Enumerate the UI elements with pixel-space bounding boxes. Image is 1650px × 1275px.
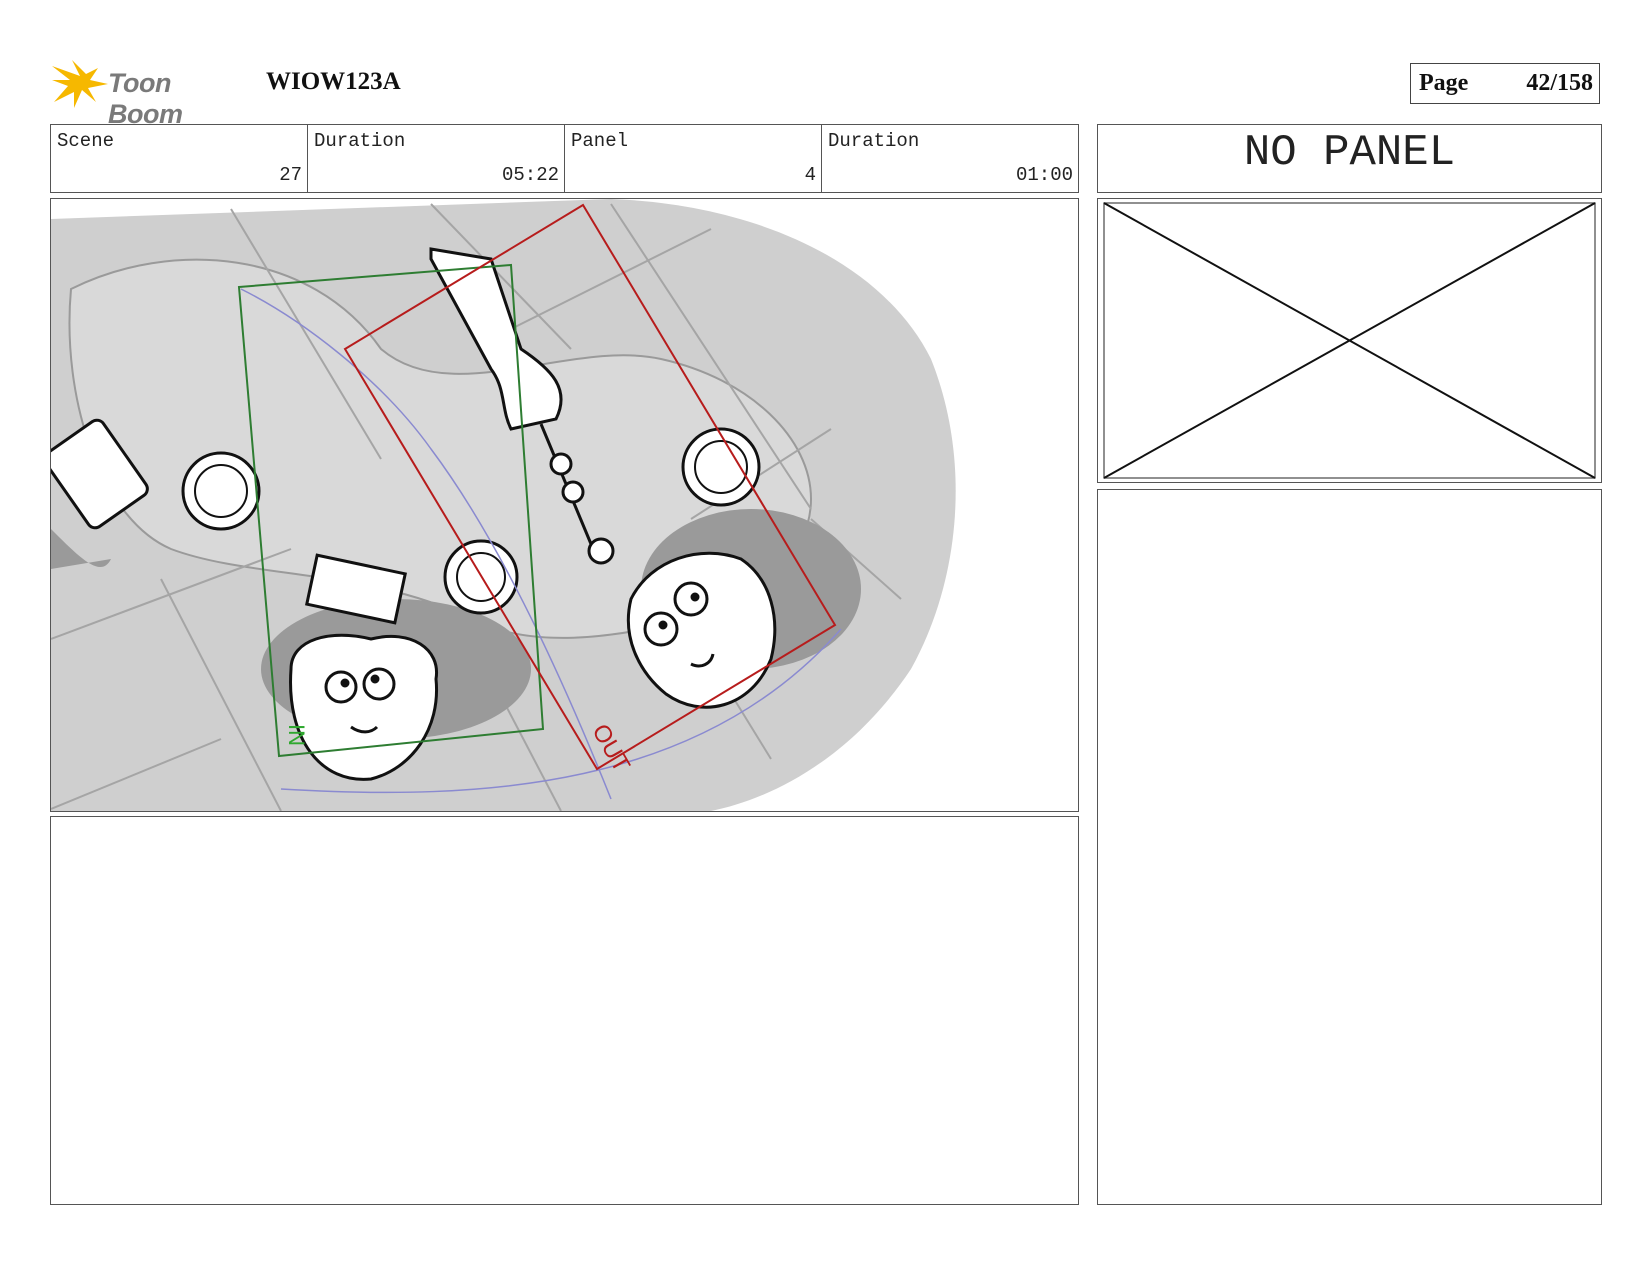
scene-duration-field: Duration 05:22 xyxy=(308,125,565,192)
side-notes-box[interactable] xyxy=(1097,489,1602,1205)
storyboard-sketch: IN OUT xyxy=(51,199,956,811)
panel-label: Panel xyxy=(571,130,629,152)
scene-field: Scene 27 xyxy=(51,125,308,192)
cross-placeholder-icon xyxy=(1103,202,1596,479)
action-notes-box[interactable] xyxy=(50,816,1079,1205)
project-code: WIOW123A xyxy=(266,68,401,95)
panel-value: 4 xyxy=(804,164,816,186)
toon-boom-logo: Toon Boom xyxy=(52,58,252,129)
scene-duration-value: 05:22 xyxy=(501,164,559,186)
panel-duration-field: Duration 01:00 xyxy=(822,125,1078,192)
no-panel-label: NO PANEL xyxy=(1097,124,1602,193)
scene-value: 27 xyxy=(279,164,302,186)
scene-duration-label: Duration xyxy=(314,130,406,152)
panel-info-header: Scene 27 Duration 05:22 Panel 4 Duration… xyxy=(50,124,1079,193)
storyboard-panel-image: IN OUT xyxy=(50,198,1079,812)
empty-panel-placeholder xyxy=(1097,198,1602,483)
panel-field: Panel 4 xyxy=(565,125,822,192)
in-frame-label: IN xyxy=(284,724,309,746)
panel-duration-label: Duration xyxy=(828,130,920,152)
page-number: 42/158 xyxy=(1526,70,1593,96)
logo-text: Toon Boom xyxy=(108,68,183,129)
panel-duration-value: 01:00 xyxy=(1015,164,1073,186)
scene-label: Scene xyxy=(57,130,115,152)
character-right xyxy=(626,551,777,709)
page-indicator: Page 42/158 xyxy=(1410,63,1600,104)
star-burst-icon xyxy=(52,60,108,108)
page-label: Page xyxy=(1419,70,1469,96)
